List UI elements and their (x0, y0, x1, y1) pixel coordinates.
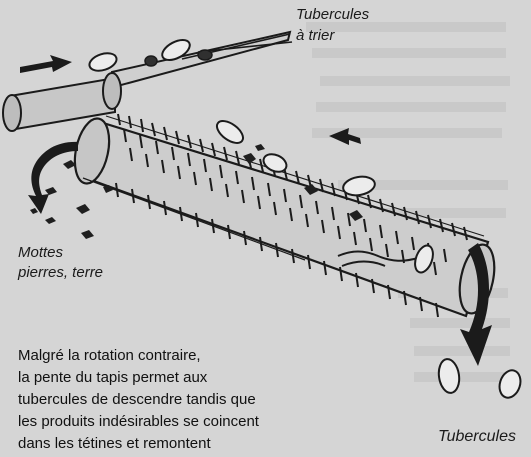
tubers-to-sort-label-line2: à trier (296, 27, 334, 45)
debris-label-line2: pierres, terre (18, 264, 103, 282)
tuber-icon (198, 50, 212, 60)
caption-line-4: les produits indésirables se coincent (18, 411, 368, 433)
sorted-tubers-label: Tubercules (438, 428, 516, 446)
caption-line-2: la pente du tapis permet aux (18, 367, 368, 389)
caption: Malgré la rotation contraire, la pente d… (18, 345, 368, 455)
caption-line-5: dans les tétines et remontent (18, 433, 368, 455)
caption-line-1: Malgré la rotation contraire, (18, 345, 368, 367)
caption-line-3: tubercules de descendre tandis que (18, 389, 368, 411)
tuber-icon (145, 56, 157, 66)
tubers-to-sort-label-line1: Tubercules (296, 6, 369, 24)
debris-label-line1: Mottes (18, 244, 63, 262)
